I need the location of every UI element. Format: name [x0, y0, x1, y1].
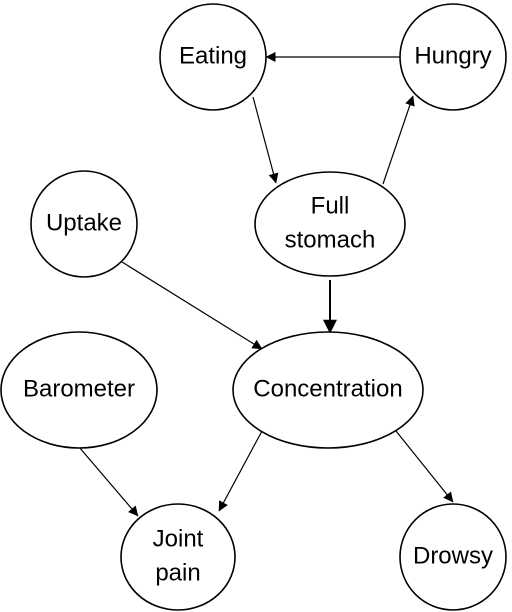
node-uptake-shape: [30, 170, 138, 278]
edge-full-stomach-to-hungry: [382, 95, 415, 185]
node-barometer: Barometer: [0, 331, 158, 449]
node-full-stomach-label: stomach: [285, 226, 376, 253]
node-full-stomach: Full stomach: [254, 171, 406, 277]
node-joint-pain: Joint pain: [120, 503, 236, 611]
node-hungry: Hungry: [399, 3, 507, 111]
node-uptake: Uptake: [30, 170, 138, 278]
node-barometer-label: Barometer: [23, 375, 135, 402]
node-full-stomach-shape: [254, 171, 406, 277]
node-full-stomach-label: Full: [311, 192, 350, 219]
node-concentration: Concentration: [232, 331, 424, 449]
edges-layer: [78, 52, 454, 517]
node-drowsy-shape: [399, 503, 507, 611]
node-uptake-label: Uptake: [46, 209, 122, 236]
edge-concentration-to-joint-pain: [218, 430, 263, 512]
edge-concentration-to-drowsy: [395, 430, 454, 503]
node-hungry-label: Hungry: [414, 42, 491, 69]
node-hungry-shape: [399, 3, 507, 111]
node-drowsy-label: Drowsy: [413, 542, 493, 569]
node-joint-pain-shape: [120, 503, 236, 611]
edge-eating-to-full-stomach: [252, 96, 279, 184]
node-concentration-shape: [232, 331, 424, 449]
node-barometer-shape: [0, 331, 158, 449]
node-joint-pain-label: pain: [155, 559, 200, 586]
edge-uptake-to-concentration: [121, 261, 263, 350]
node-drowsy: Drowsy: [399, 503, 507, 611]
edge-barometer-to-joint-pain: [78, 446, 139, 517]
node-joint-pain-label: Joint: [153, 525, 204, 552]
node-eating: Eating: [159, 3, 267, 111]
node-eating-label: Eating: [179, 42, 247, 69]
node-eating-shape: [159, 3, 267, 111]
node-concentration-label: Concentration: [253, 375, 402, 402]
